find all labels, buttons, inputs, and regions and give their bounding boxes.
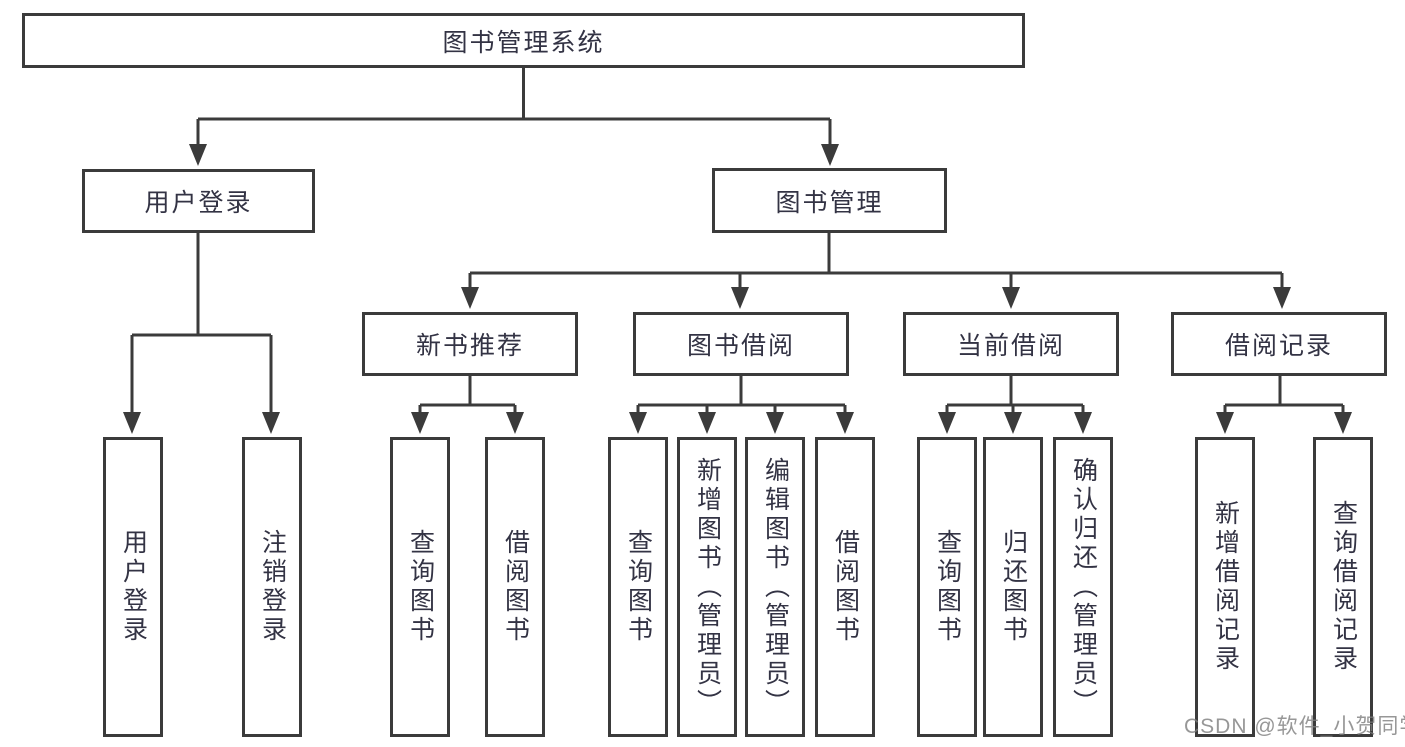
node-current-borrowing: 当前借阅 (903, 312, 1119, 376)
leaf-recommend-borrow-books-label: 借阅图书 (501, 529, 530, 645)
leaf-records-add-record-label: 新增借阅记录 (1211, 500, 1240, 674)
node-new-book-recommend: 新书推荐 (362, 312, 578, 376)
leaf-borrow-borrow-books-label: 借阅图书 (831, 529, 860, 645)
leaf-current-confirm-return-admin-label: 确认归还（管理员） (1069, 456, 1098, 718)
leaf-logout-label: 注销登录 (258, 529, 287, 645)
node-new-book-recommend-label: 新书推荐 (415, 332, 524, 360)
leaf-recommend-query-books: 查询图书 (390, 437, 450, 737)
leaf-current-confirm-return-admin: 确认归还（管理员） (1053, 437, 1113, 737)
node-user-login-label: 用户登录 (144, 189, 253, 217)
leaf-current-return-books: 归还图书 (983, 437, 1043, 737)
node-book-management-label: 图书管理 (775, 188, 884, 217)
node-book-borrowing-label: 图书借阅 (686, 332, 795, 360)
leaf-logout: 注销登录 (242, 437, 302, 737)
leaf-user-login: 用户登录 (103, 437, 163, 737)
leaf-borrow-query-books-label: 查询图书 (624, 529, 653, 645)
csdn-watermark: CSDN @软件_小贺同学 (1184, 715, 1405, 738)
leaf-current-query-books-label: 查询图书 (933, 529, 962, 645)
leaf-borrow-query-books: 查询图书 (608, 437, 668, 737)
node-user-login: 用户登录 (82, 169, 315, 233)
leaf-current-query-books: 查询图书 (917, 437, 977, 737)
node-root-system: 图书管理系统 (22, 13, 1025, 68)
leaf-current-return-books-label: 归还图书 (999, 529, 1028, 645)
leaf-records-query-record-label: 查询借阅记录 (1329, 500, 1358, 674)
node-borrowing-records-label: 借阅记录 (1224, 332, 1333, 360)
node-root-system-label: 图书管理系统 (442, 28, 605, 57)
node-borrowing-records: 借阅记录 (1171, 312, 1387, 376)
leaf-borrow-borrow-books: 借阅图书 (815, 437, 875, 737)
node-current-borrowing-label: 当前借阅 (956, 332, 1065, 360)
leaf-borrow-edit-books-admin-label: 编辑图书（管理员） (761, 456, 790, 718)
leaf-borrow-add-books-admin: 新增图书（管理员） (677, 437, 737, 737)
leaf-recommend-query-books-label: 查询图书 (406, 529, 435, 645)
leaf-records-query-record: 查询借阅记录 (1313, 437, 1373, 737)
leaf-user-login-label: 用户登录 (119, 529, 148, 645)
leaf-recommend-borrow-books: 借阅图书 (485, 437, 545, 737)
connector-arrowheads (123, 144, 1352, 434)
leaf-records-add-record: 新增借阅记录 (1195, 437, 1255, 737)
leaf-borrow-edit-books-admin: 编辑图书（管理员） (745, 437, 805, 737)
node-book-borrowing: 图书借阅 (633, 312, 849, 376)
leaf-borrow-add-books-admin-label: 新增图书（管理员） (693, 456, 722, 718)
node-book-management: 图书管理 (712, 168, 947, 233)
connector-stroke-lines (130, 68, 1345, 416)
